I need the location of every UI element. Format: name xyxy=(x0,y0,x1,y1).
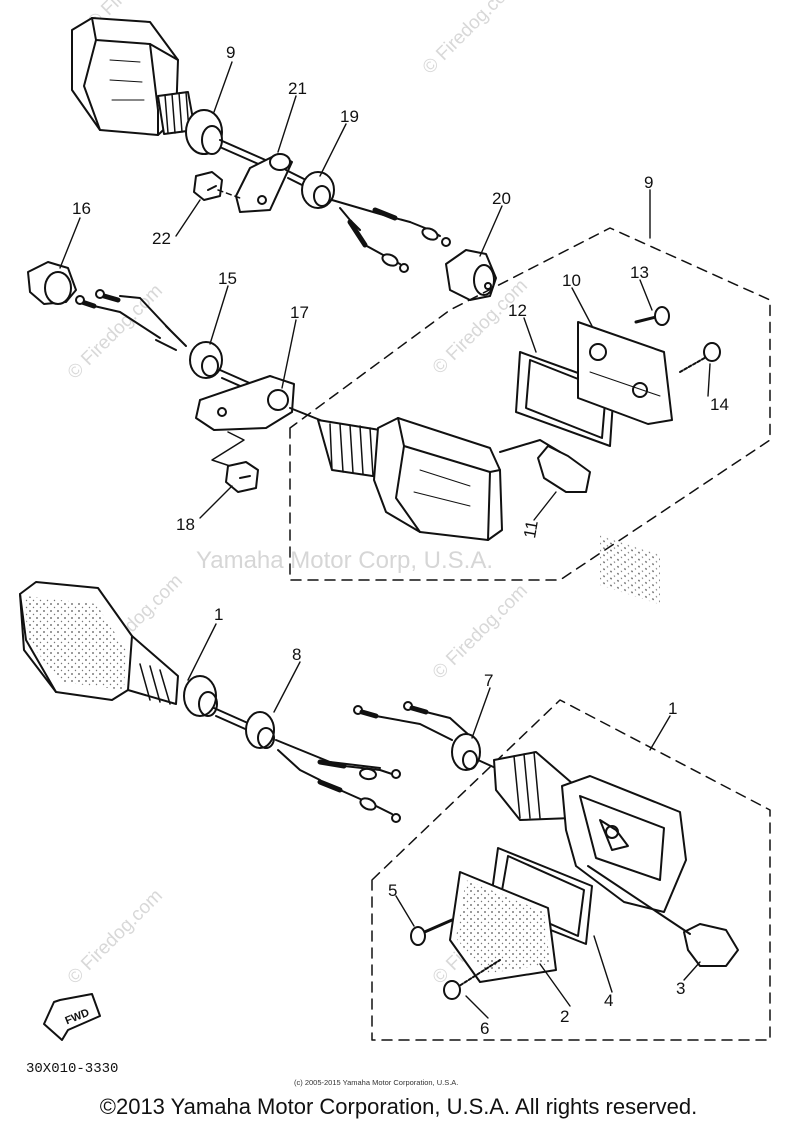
callout-4: 4 xyxy=(604,991,613,1010)
diagram-code: 30X010-3330 xyxy=(26,1061,118,1077)
callout-16: 16 xyxy=(72,199,91,218)
watermark-site: © Firedog.com xyxy=(429,580,532,683)
callout-11: 11 xyxy=(520,519,542,540)
copyright-notice: ©2013 Yamaha Motor Corporation, U.S.A. A… xyxy=(99,1094,698,1119)
callout-5: 5 xyxy=(388,881,397,900)
leader-lines xyxy=(59,61,711,1019)
watermark-company: Yamaha Motor Corp, U.S.A. xyxy=(196,547,493,574)
callout-14: 14 xyxy=(710,395,729,414)
flasher-assembly-bottom-left xyxy=(19,581,401,823)
callout-15: 15 xyxy=(218,269,237,288)
callout-17: 17 xyxy=(290,303,309,322)
callout-22: 22 xyxy=(152,229,171,248)
callout-9-right: 9 xyxy=(644,173,653,192)
fine-print: (c) 2005-2015 Yamaha Motor Corporation, … xyxy=(294,1078,458,1087)
fwd-arrow-icon xyxy=(43,993,101,1041)
callout-labels: 9 21 19 22 16 20 9 15 13 10 12 17 14 18 … xyxy=(72,43,729,1038)
callout-1-right: 1 xyxy=(668,699,677,718)
callout-18: 18 xyxy=(176,515,195,534)
callout-7: 7 xyxy=(484,671,493,690)
flasher-assembly-middle xyxy=(27,249,497,493)
exploded-view-top xyxy=(289,227,771,605)
watermark-site: © Firedog.com xyxy=(419,0,522,79)
callout-13: 13 xyxy=(630,263,649,282)
callout-9-top: 9 xyxy=(226,43,235,62)
exploded-view-bottom xyxy=(353,699,771,1041)
watermark-site: © Firedog.com xyxy=(64,885,167,988)
callout-8: 8 xyxy=(292,645,301,664)
callout-12: 12 xyxy=(508,301,527,320)
callout-6: 6 xyxy=(480,1019,489,1038)
callout-21: 21 xyxy=(288,79,307,98)
callout-2: 2 xyxy=(560,1007,569,1026)
callout-1-top: 1 xyxy=(214,605,223,624)
callout-3: 3 xyxy=(676,979,685,998)
callout-10: 10 xyxy=(562,271,581,290)
line-art xyxy=(19,17,771,1041)
callout-19: 19 xyxy=(340,107,359,126)
flasher-assembly-top-left xyxy=(71,17,451,273)
callout-20: 20 xyxy=(492,189,511,208)
